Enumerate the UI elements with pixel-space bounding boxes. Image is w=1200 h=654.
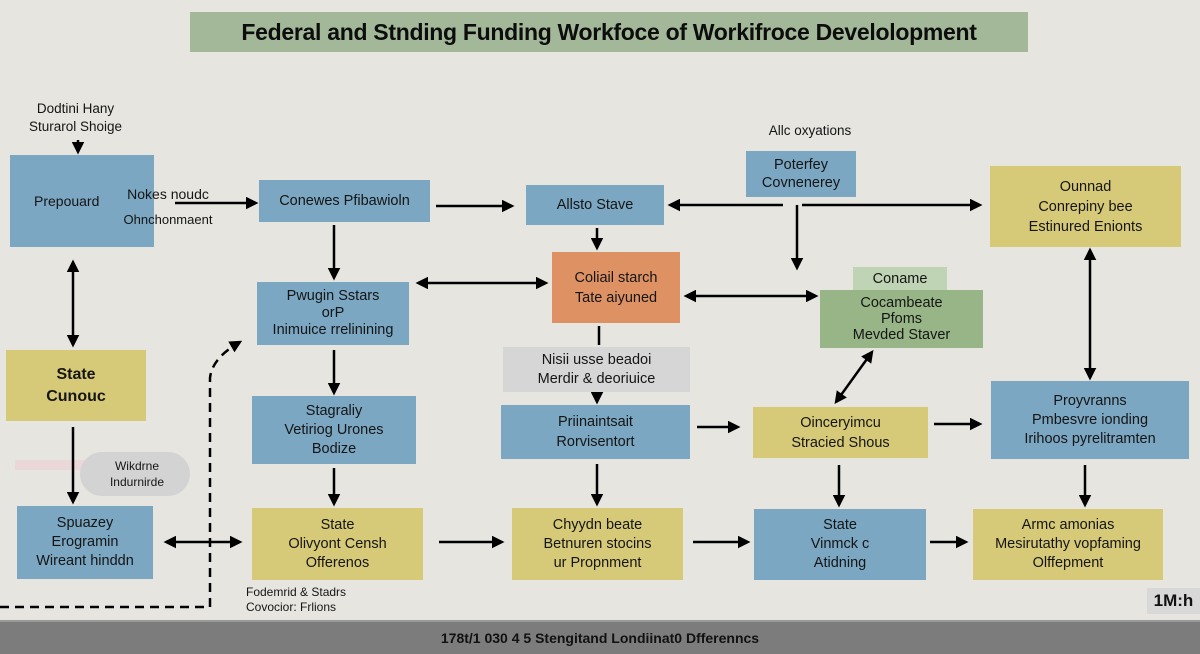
node-label: Conewes Pfibawioln (279, 193, 410, 209)
node-coliail[interactable]: Coliail starch Tate aiyuned (552, 252, 680, 323)
node-label: Estinured Enionts (1028, 218, 1143, 235)
node-label: Inimuice rrelinining (272, 322, 394, 338)
node-pwugin[interactable]: Pwugin Sstars orP Inimuice rrelinining (257, 282, 409, 345)
node-label: Olffepment (1032, 555, 1104, 571)
node-label: Conrepiny bee (1038, 198, 1133, 215)
node-label: Stracied Shous (791, 434, 890, 451)
node-label: Mesirutathy vopfaming (995, 536, 1141, 552)
node-nokes: Nokes noudc Ohnchonmaent (112, 181, 224, 233)
node-label: Armc amonias (1021, 517, 1115, 533)
node-label: Atidning (813, 555, 867, 571)
node-label: Cocambeate (860, 295, 943, 311)
node-label: Wireant hinddn (36, 553, 134, 569)
node-label: Ohnchonmaent (123, 212, 213, 227)
node-stagraliy[interactable]: Stagraliy Vetiriog Urones Bodize (252, 396, 416, 464)
annotation-line: Wikdrne (114, 459, 159, 473)
node-label: Mevded Staver (852, 327, 951, 343)
node-priinaintsait[interactable]: Priinaintsait Rorvisentort (501, 405, 690, 459)
node-label: Erogramin (51, 534, 119, 550)
node-label: Poterfey (774, 157, 828, 173)
node-label: Ounnad (1059, 178, 1112, 195)
annotation-line: Dodtini Hany (36, 101, 115, 116)
node-label: Irihoos pyrelitramten (1024, 430, 1156, 447)
corner-badge: 1M:h (1147, 588, 1200, 614)
node-label: Nisii usse beadoi (541, 351, 652, 368)
node-ounnad[interactable]: Ounnad Conrepiny bee Estinured Enionts (990, 166, 1181, 247)
node-chyydn[interactable]: Chyydn beate Betnuren stocins ur Propnme… (512, 508, 683, 580)
annotation-line: Sturarol Shoige (28, 119, 123, 134)
node-armc[interactable]: Armc amonias Mesirutathy vopfaming Olffe… (973, 509, 1163, 580)
annotation-line: Covocior: Frlions (246, 600, 337, 614)
node-cocambeate[interactable]: Cocambeate Pfoms Mevded Staver (820, 290, 983, 348)
diagram-title: Federal and Stnding Funding Workfoce of … (190, 12, 1028, 52)
node-state-olivyont[interactable]: State Olivyont Censh Offerenos (252, 508, 423, 580)
node-label: State (823, 517, 857, 533)
node-label: Bodize (311, 440, 357, 457)
node-label: Spuazey (56, 515, 114, 531)
node-label: Rorvisentort (556, 434, 635, 450)
node-label: Stagraliy (305, 402, 363, 419)
decorative-strip (15, 460, 85, 470)
node-state-cunouc[interactable]: State Cunouc (6, 350, 146, 421)
node-label: Pwugin Sstars (286, 288, 380, 304)
node-label: orP (321, 305, 345, 321)
node-label: Oinceryimcu (800, 414, 881, 431)
node-label: Chyydn beate (552, 516, 643, 533)
node-spuazey[interactable]: Spuazey Erogramin Wireant hinddn (17, 506, 153, 579)
node-poterfey[interactable]: Poterfey Covnenerey (746, 151, 856, 197)
node-label: Covnenerey (761, 175, 841, 191)
node-state-vinmck[interactable]: State Vinmck c Atidning (754, 509, 926, 580)
node-proyvranns[interactable]: Proyvranns Pmbesvre ionding Irihoos pyre… (991, 381, 1189, 459)
node-label: Olivyont Censh (288, 535, 387, 552)
node-label: State (56, 365, 96, 383)
node-prepouard[interactable]: Prepouard (10, 155, 154, 247)
node-label: State (320, 516, 355, 533)
footer-caption: 178t/1 030 4 5 Stengitand Londiinat0 Dff… (0, 620, 1200, 654)
node-allsto[interactable]: Allsto Stave (526, 185, 664, 225)
node-label: Prepouard (34, 193, 100, 209)
node-label: Offerenos (305, 554, 370, 571)
annotation-line: Indurnirde (109, 475, 165, 489)
node-label: Priinaintsait (558, 414, 633, 430)
node-label: Tate aiyuned (574, 289, 658, 306)
node-coname[interactable]: Coname (853, 267, 947, 290)
node-label: ur Propnment (553, 554, 642, 571)
node-label: Allsto Stave (556, 197, 634, 213)
node-label: Merdir & deoriuice (537, 370, 656, 387)
node-nisii[interactable]: Nisii usse beadoi Merdir & deoriuice (503, 347, 690, 392)
node-label: Pfoms (880, 311, 923, 327)
node-label: Vinmck c (810, 536, 870, 552)
annotation-bottom-note: Fodemrid & Stadrs Covocior: Frlions (246, 585, 406, 615)
node-label: Vetiriog Urones (284, 421, 384, 438)
node-label: Betnuren stocins (543, 535, 652, 552)
node-label: Coliail starch (574, 269, 658, 286)
node-label: Nokes noudc (127, 186, 209, 202)
node-label: Pmbesvre ionding (1031, 411, 1149, 428)
node-label: Proyvranns (1053, 392, 1127, 409)
node-conewes[interactable]: Conewes Pfibawioln (259, 180, 430, 222)
node-oinceryimcu[interactable]: Oinceryimcu Stracied Shous (753, 407, 928, 458)
node-label: Coname (872, 270, 928, 287)
annotation-top-center: Allc oxyations (768, 123, 852, 138)
annotation-bubble-text: Wikdrne Indurnirde (92, 458, 182, 490)
annotation-line: Fodemrid & Stadrs (246, 585, 347, 599)
annotation-top-left: Dodtini Hany Sturarol Shoige (18, 100, 133, 136)
node-label: Cunouc (46, 387, 106, 405)
